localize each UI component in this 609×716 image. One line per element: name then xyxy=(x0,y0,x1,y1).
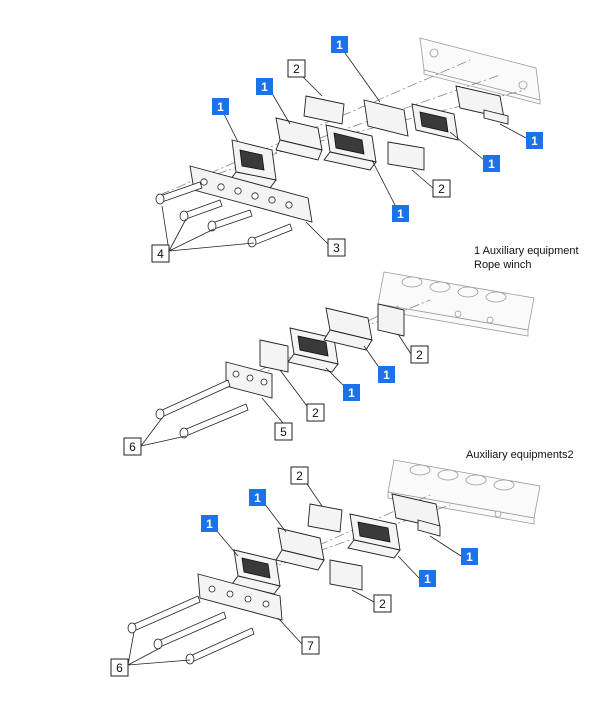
caption-section-2-line2: Rope winch xyxy=(474,259,531,271)
svg-text:1: 1 xyxy=(206,517,213,531)
callout-2-s3-b: 2 xyxy=(373,594,392,613)
clamp-part-s3-b xyxy=(275,527,325,571)
callout-4-s1: 4 xyxy=(151,244,170,263)
clamp-part-s3-a xyxy=(231,549,281,595)
callout-1-s3-c: 1 xyxy=(461,548,478,565)
callout-1-s1-d: 1 xyxy=(526,132,543,149)
svg-text:6: 6 xyxy=(129,440,136,454)
callout-1-s2-b: 1 xyxy=(378,366,395,383)
clamp-part-f xyxy=(455,85,509,125)
clamp-part-s2-b xyxy=(323,307,373,351)
callout-1-s1-f: 1 xyxy=(392,205,409,222)
svg-text:2: 2 xyxy=(379,597,386,611)
ghost-rope-winch-bracket xyxy=(377,271,535,337)
callout-2-s3-a: 2 xyxy=(290,466,309,485)
svg-text:1: 1 xyxy=(383,368,390,382)
callout-1-s3-d: 1 xyxy=(419,570,436,587)
callout-6-s2: 6 xyxy=(123,437,142,456)
section-2-assembly xyxy=(140,271,535,447)
caption-section-3: Auxiliary equipments2 xyxy=(466,449,574,461)
bolts-6-s2 xyxy=(155,379,249,439)
svg-text:1: 1 xyxy=(397,207,404,221)
clamp-part-s2-a xyxy=(287,327,339,373)
bolts-6-s3 xyxy=(127,595,255,665)
svg-text:1: 1 xyxy=(261,80,268,94)
clamp-part-s3-c xyxy=(347,513,401,559)
bolts-4 xyxy=(155,181,293,248)
caption-section-2-line1: 1 Auxiliary equipment xyxy=(474,245,579,257)
svg-text:6: 6 xyxy=(116,661,123,675)
cover-cap-s3-b xyxy=(329,559,363,591)
svg-text:1: 1 xyxy=(336,38,343,52)
clamp-part-a xyxy=(229,139,277,189)
cover-plate-5 xyxy=(225,361,273,399)
callout-3-s1: 3 xyxy=(327,238,346,257)
svg-text:4: 4 xyxy=(157,247,164,261)
svg-text:1: 1 xyxy=(466,550,473,564)
ghost-bracket-s3 xyxy=(387,459,541,525)
svg-text:1: 1 xyxy=(488,157,495,171)
cover-cap xyxy=(387,141,425,171)
callout-7-s3: 7 xyxy=(301,636,320,655)
callout-1-s1-b: 1 xyxy=(256,78,273,95)
clamp-part-c xyxy=(323,124,377,171)
clamp-part-e xyxy=(411,103,459,141)
base-plate-3 xyxy=(189,165,313,223)
callout-2-s1-a: 2 xyxy=(287,59,306,78)
svg-text:5: 5 xyxy=(280,425,287,439)
svg-text:2: 2 xyxy=(312,406,319,420)
callout-6-s3: 6 xyxy=(110,658,129,677)
callout-2-s2-b: 2 xyxy=(306,403,325,422)
svg-text:1: 1 xyxy=(424,572,431,586)
section-3-assembly xyxy=(127,459,541,666)
callout-1-s3-b: 1 xyxy=(249,489,266,506)
callout-1-s2-a: 1 xyxy=(343,384,360,401)
clamp-part-b xyxy=(275,117,323,161)
clamp-part-d xyxy=(303,95,409,137)
svg-text:2: 2 xyxy=(293,62,300,76)
callout-2-s2-a: 2 xyxy=(410,345,429,364)
callout-1-s3-a: 1 xyxy=(201,515,218,532)
callout-2-s1-b: 2 xyxy=(432,179,451,198)
svg-text:1: 1 xyxy=(217,100,224,114)
callout-1-s1-e: 1 xyxy=(483,155,500,172)
svg-text:1: 1 xyxy=(531,134,538,148)
ghost-mounting-bracket xyxy=(419,37,541,105)
svg-text:2: 2 xyxy=(296,469,303,483)
callout-1-s1-c: 1 xyxy=(331,36,348,53)
section-1-assembly xyxy=(155,37,541,252)
svg-text:3: 3 xyxy=(333,241,340,255)
cover-cap-s2-b xyxy=(259,339,289,373)
svg-text:2: 2 xyxy=(438,182,445,196)
callout-1-s1-a: 1 xyxy=(212,98,229,115)
callout-5-s2: 5 xyxy=(274,422,293,441)
svg-text:2: 2 xyxy=(416,348,423,362)
svg-text:1: 1 xyxy=(254,491,261,505)
svg-text:1: 1 xyxy=(348,386,355,400)
clamp-part-s3-d xyxy=(391,493,441,537)
cover-cap-s2-a xyxy=(377,303,405,337)
base-plate-7 xyxy=(197,573,283,621)
svg-text:7: 7 xyxy=(307,639,314,653)
cover-cap-s3-a xyxy=(307,503,343,533)
